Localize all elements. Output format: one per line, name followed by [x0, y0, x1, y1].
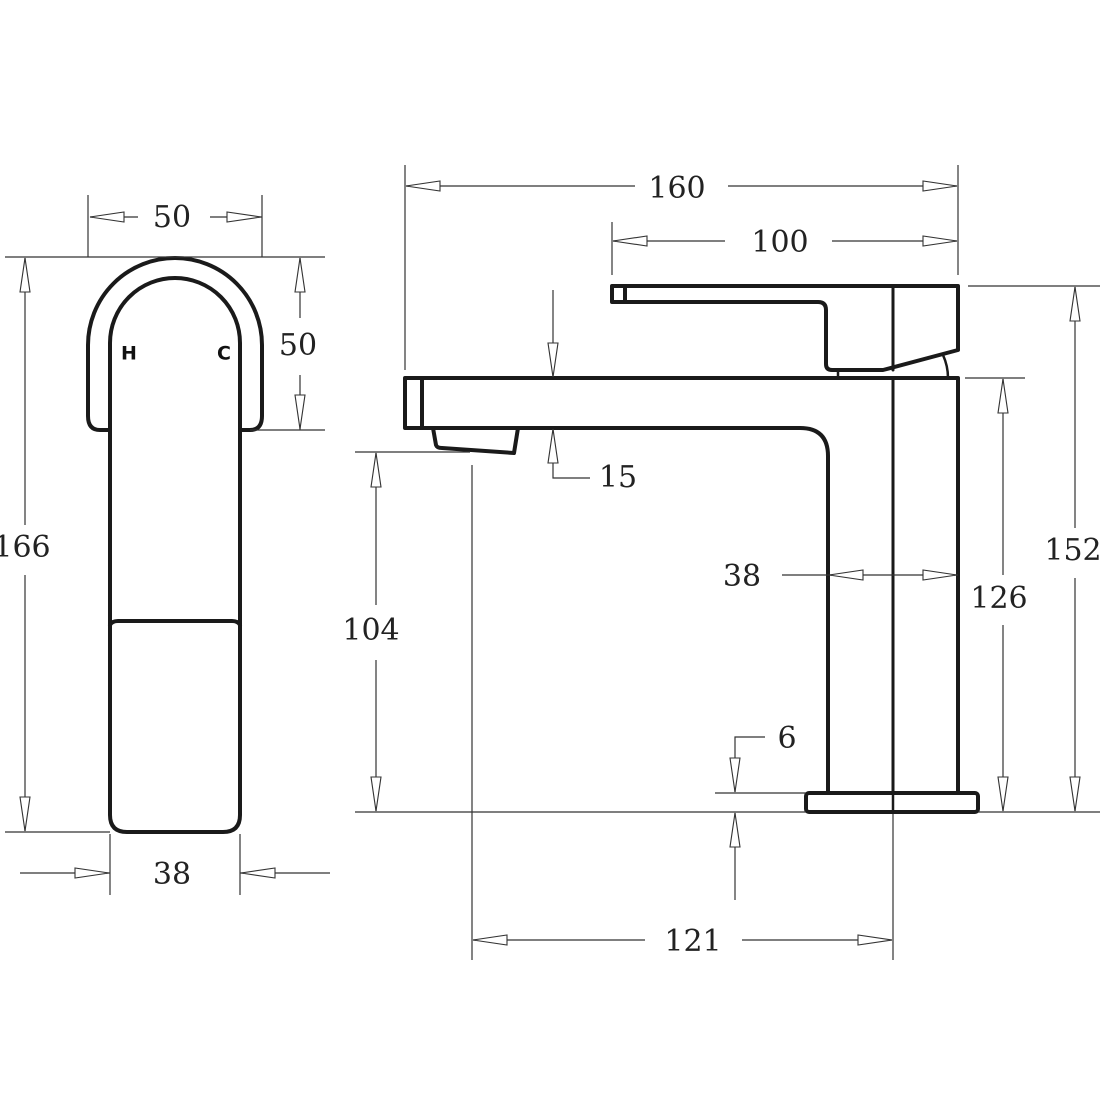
dimension-lever-length: 100	[611, 222, 958, 275]
dimension-spout-reach: 121	[471, 465, 894, 960]
dim-label: 152	[1044, 533, 1101, 568]
dimension-total-height: 166	[0, 257, 110, 833]
aerator-outline	[431, 426, 520, 455]
dim-label: 126	[970, 581, 1027, 616]
dimension-overall-height: 152	[968, 285, 1102, 812]
spout-body-outline	[403, 376, 960, 795]
dim-label: 104	[342, 613, 399, 648]
dim-label: 121	[664, 924, 721, 959]
cold-mark: C	[217, 343, 231, 365]
dimension-width-top: 50	[87, 195, 263, 257]
hot-mark: H	[121, 343, 137, 365]
dimension-base-width: 38	[20, 834, 330, 895]
tap-body-outline	[108, 276, 242, 834]
dimension-spout-thickness: 15	[547, 290, 637, 495]
body-split-line	[108, 619, 242, 627]
dim-label: 15	[599, 460, 637, 495]
front-view: H C 50 50 166 38	[0, 195, 330, 895]
dim-label: 38	[723, 559, 761, 594]
dim-label: 166	[0, 530, 51, 565]
lever-outline	[610, 284, 960, 372]
dim-label: 6	[777, 721, 796, 756]
dimension-overall-length: 160	[404, 165, 959, 370]
dimension-body-width: 38	[723, 559, 958, 594]
dim-label: 160	[648, 171, 705, 206]
dim-label: 50	[279, 328, 317, 363]
dim-label: 38	[153, 857, 191, 892]
dimension-spout-top-height: 126	[965, 377, 1100, 813]
dim-label: 50	[153, 200, 191, 235]
side-view: 160 100 15 104 38	[342, 165, 1102, 960]
dimension-handle-height: 50	[279, 257, 317, 430]
dimension-spout-clearance: 104	[342, 451, 806, 813]
handle-hood-outline	[86, 256, 264, 432]
dim-label: 100	[751, 225, 808, 260]
dimension-base-thickness: 6	[715, 721, 806, 900]
